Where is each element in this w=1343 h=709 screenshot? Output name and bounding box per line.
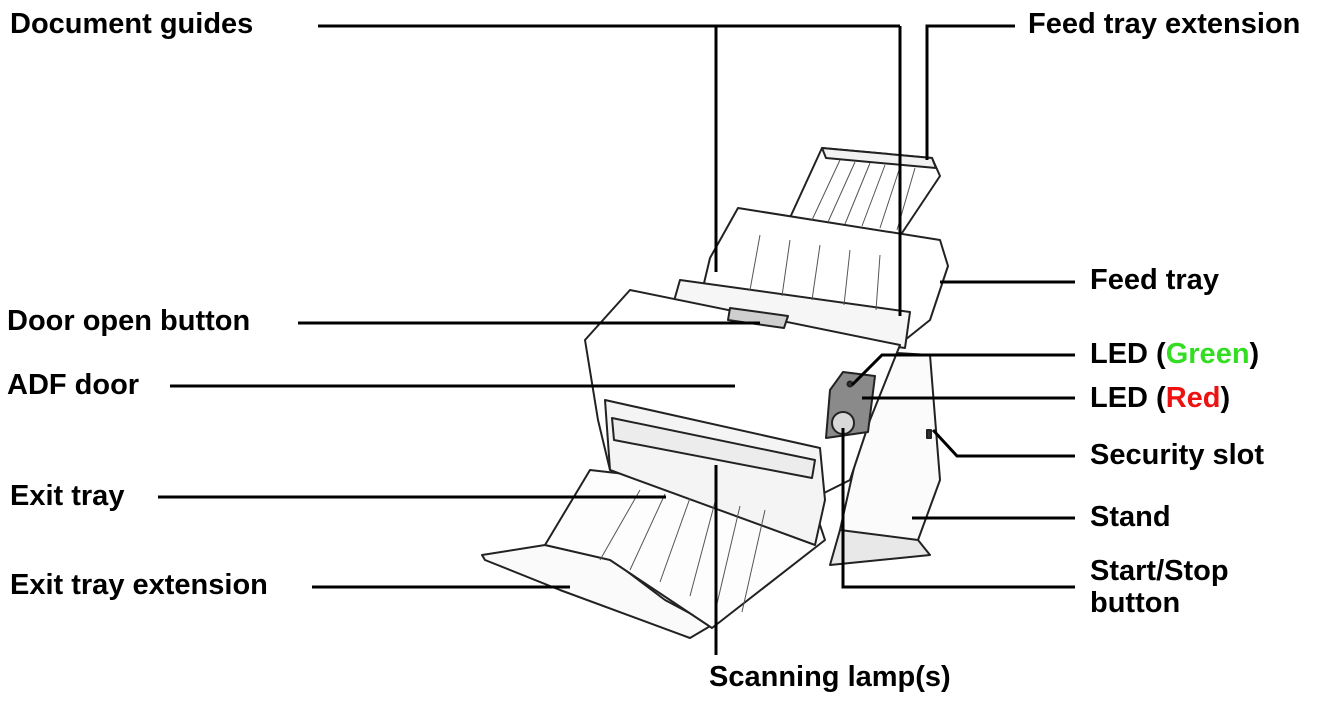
label-exit-tray: Exit tray [10,480,125,512]
door-open-button-part [727,307,789,329]
leader-document-guides [318,24,902,316]
label-stand: Stand [1090,501,1171,533]
label-door-open-button: Door open button [7,305,251,337]
label-led-red-word: Red [1165,382,1221,414]
leader-security-slot [931,428,1075,458]
label-led-red-suffix: ) [1220,382,1231,414]
stand-part [829,529,931,566]
label-security-slot: Security slot [1090,439,1265,471]
label-led-green-suffix: ) [1249,338,1260,370]
leader-feed-tray-extension [925,24,1015,160]
leader-led-green [850,353,1075,387]
label-start-stop-button: Start/Stop button [1090,555,1229,620]
security-slot-part [926,429,932,439]
label-feed-tray-extension: Feed tray extension [1028,8,1301,40]
label-scanning-lamps: Scanning lamp(s) [709,661,951,693]
label-feed-tray: Feed tray [1090,264,1219,296]
leader-start-stop-button [841,428,1075,589]
label-start-stop-line1: Start/Stop [1090,555,1229,587]
label-adf-door: ADF door [7,369,140,401]
label-start-stop-line2: button [1090,586,1181,619]
label-exit-tray-extension: Exit tray extension [10,569,268,601]
label-led-green-prefix: LED ( [1090,338,1166,370]
label-led-green-word: Green [1165,338,1250,370]
scanning-lamp-slot [611,417,816,479]
label-led-red: LED (Red) [1090,382,1231,415]
label-led-red-prefix: LED ( [1090,382,1166,414]
label-led-green: LED (Green) [1090,338,1260,371]
label-document-guides: Document guides [10,8,254,40]
